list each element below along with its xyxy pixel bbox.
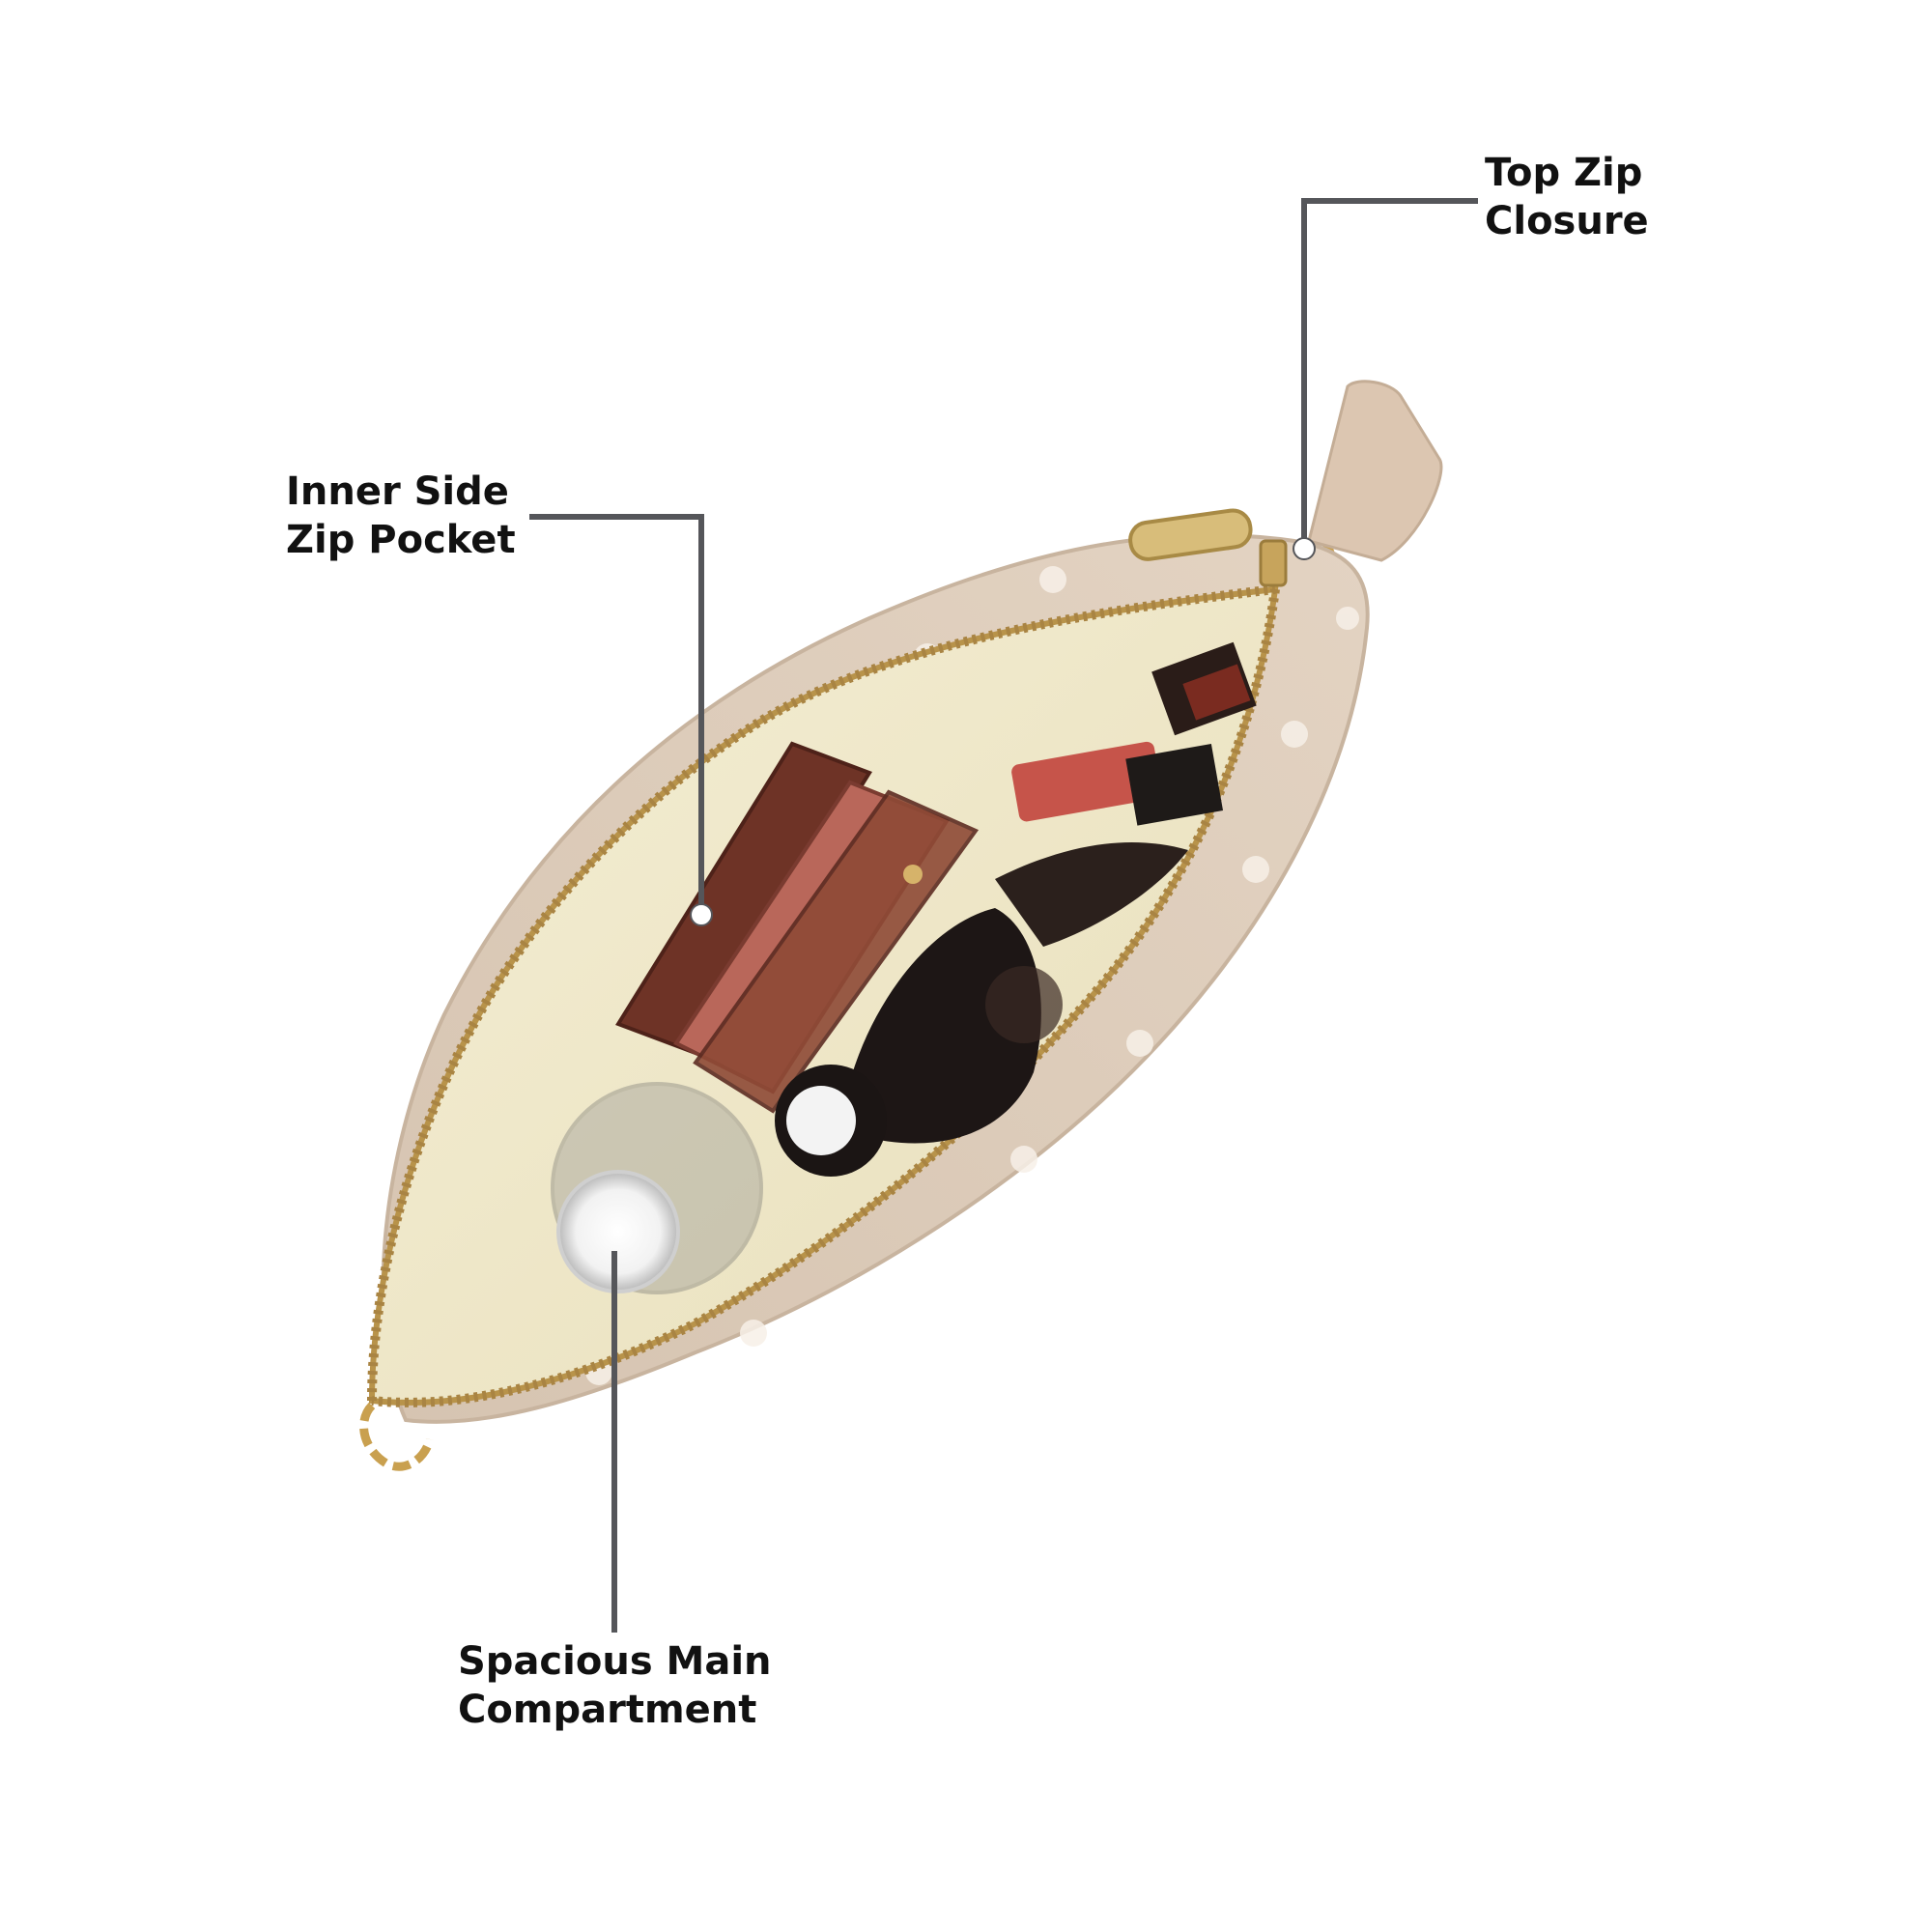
sunglasses bbox=[840, 841, 1188, 1144]
compact-case bbox=[775, 1065, 887, 1177]
zip-puller bbox=[1128, 508, 1288, 587]
lipsticks bbox=[1011, 641, 1257, 826]
marker-dot-top-zip bbox=[1293, 537, 1316, 560]
callout-top-zip-closure: Top Zip Closure bbox=[1485, 149, 1649, 245]
chain-strap-left bbox=[359, 1402, 435, 1471]
callout-top-zip-line2: Closure bbox=[1485, 199, 1649, 243]
callout-main-line2: Compartment bbox=[458, 1688, 757, 1732]
callout-inner-side-zip-pocket: Inner Side Zip Pocket bbox=[286, 468, 516, 564]
zipper-teeth bbox=[367, 584, 1280, 1407]
marker-dot-inner-pocket bbox=[690, 903, 713, 926]
wallet bbox=[615, 741, 980, 1114]
callout-leader-inner-pocket bbox=[529, 514, 713, 926]
callout-leader-top-zip bbox=[1293, 198, 1478, 560]
callout-top-zip-line1: Top Zip bbox=[1485, 151, 1643, 195]
callout-inner-pocket-line1: Inner Side bbox=[286, 469, 509, 514]
perfume-bottle bbox=[551, 1082, 763, 1294]
zip-end-tab bbox=[1307, 380, 1443, 562]
callout-inner-pocket-line2: Zip Pocket bbox=[286, 518, 516, 562]
callout-main-line1: Spacious Main bbox=[458, 1639, 772, 1684]
callout-spacious-main-compartment: Spacious Main Compartment bbox=[458, 1637, 772, 1734]
